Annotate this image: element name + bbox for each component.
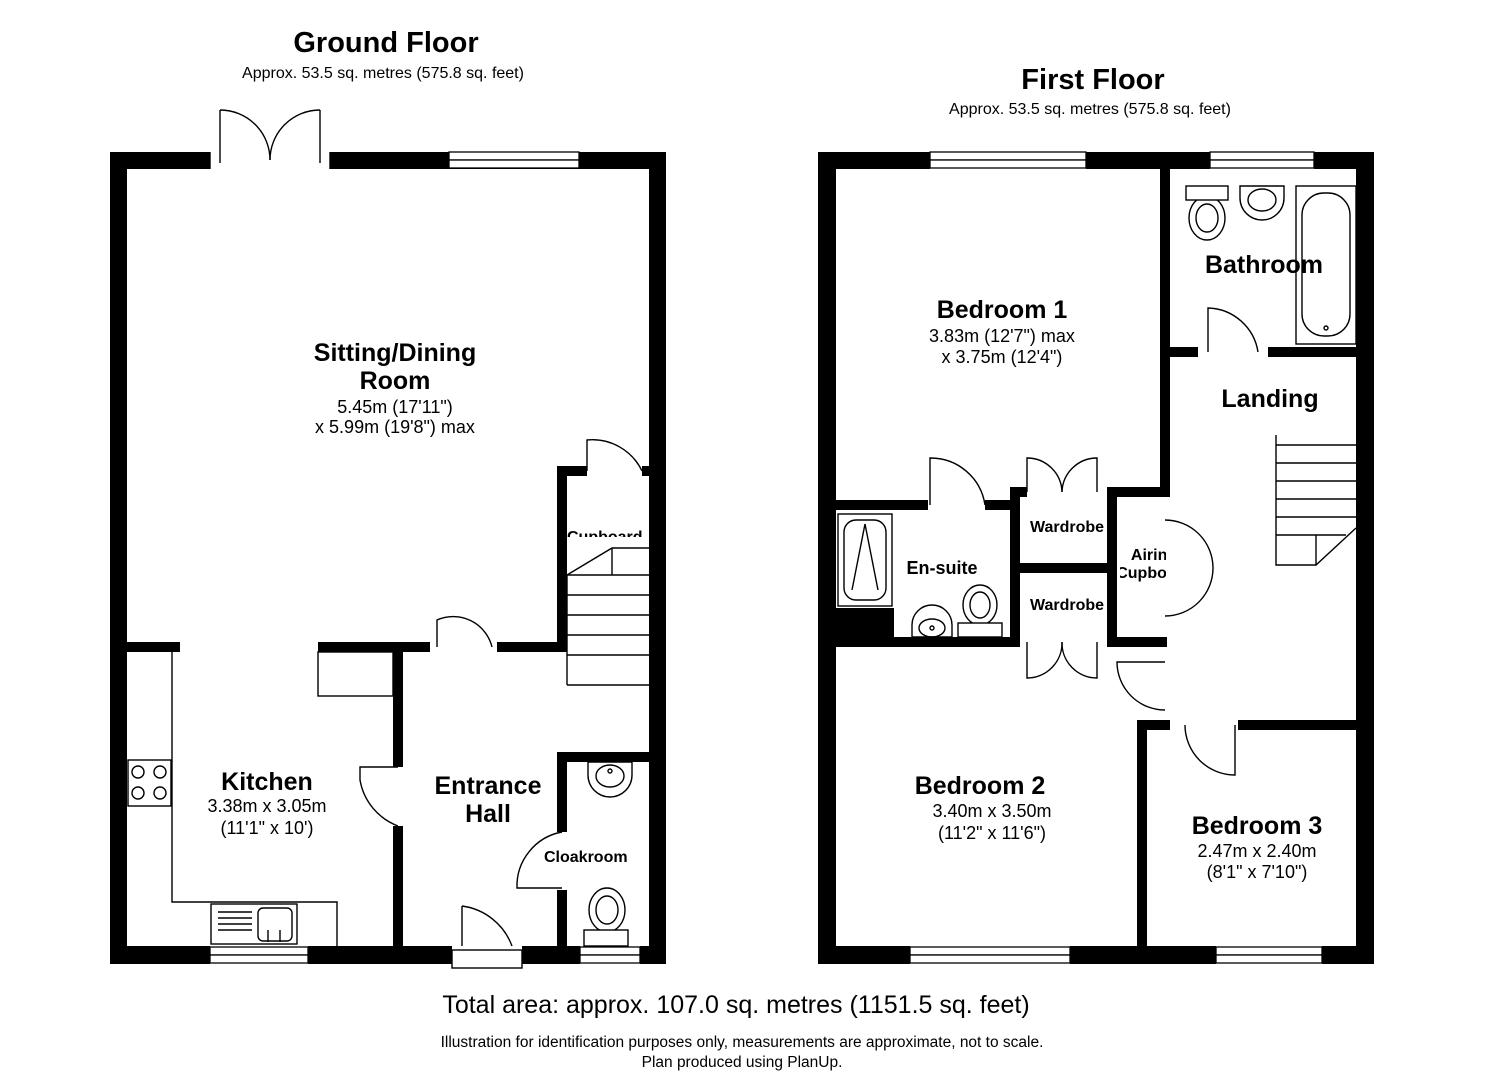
bedroom2-dimension: 3.40m x 3.50m [932,801,1051,821]
entrance-hall-label: Entrance [435,772,542,800]
first-interior-walls [836,169,1356,950]
wardrobe-label-1: Wardrobe [1030,519,1104,536]
first-floor-title: First Floor [1021,64,1164,96]
first-room-labels: Bedroom 1 3.83m (12'7") max x 3.75m (12'… [906,251,1323,882]
total-area: Total area: approx. 107.0 sq. metres (11… [442,991,1029,1019]
entrance-hall-label-2: Hall [465,800,511,828]
toilet-icon [1188,195,1226,241]
first-staircase [1275,435,1357,566]
ensuite-basin-icon [911,604,953,638]
bedroom1-label: Bedroom 1 [937,296,1068,324]
bedroom3-label: Bedroom 3 [1192,812,1323,840]
sitting-dining-room-label-2: Room [360,367,431,395]
first-exterior-walls [818,152,1374,964]
bedroom1-dimension: 3.83m (12'7") max [929,326,1075,346]
kitchen-label: Kitchen [221,768,313,796]
ground-room-labels: Sitting/Dining Room 5.45m (17'11") x 5.9… [207,339,642,866]
ground-staircase [566,547,649,686]
first-floor-area: Approx. 53.5 sq. metres (575.8 sq. feet) [949,101,1231,118]
shower-tray-icon [837,513,893,607]
toilet-icon [588,887,626,933]
kitchen-sink-icon [210,903,298,945]
first-floor-plan: First Floor Approx. 53.5 sq. metres (575… [818,64,1374,964]
cloakroom-label: Cloakroom [544,849,628,866]
ensuite-toilet-icon [962,584,998,626]
sitting-dining-dimension: 5.45m (17'11") [337,397,453,417]
bathroom-label: Bathroom [1205,251,1323,279]
bedroom2-dimension-2: (11'2" x 11'6") [938,823,1046,843]
kitchen-dimension: 3.38m x 3.05m [207,796,326,816]
bedroom2-label: Bedroom 2 [915,772,1046,800]
ensuite-fittings [837,513,1003,638]
ensuite-label: En-suite [906,558,977,578]
kitchen-dimension-2: (11'1" x 10') [221,818,314,838]
ground-windows [209,151,641,964]
basin-icon [587,761,633,798]
bath-icon [1295,185,1357,345]
ground-interior-doors [359,439,643,889]
front-door [451,905,523,969]
ground-floor-title: Ground Floor [293,27,478,59]
ground-exterior-walls [110,152,666,964]
cupboard-label: Cupboard [567,529,643,546]
ground-floor-area: Approx. 53.5 sq. metres (575.8 sq. feet) [242,65,524,82]
cloakroom-fittings [583,761,633,947]
airing-cupboard-label: Airing [1131,547,1177,564]
bedroom1-dimension-2: x 3.75m (12'4") [942,347,1063,367]
kitchen-worktops [127,651,394,946]
french-doors [209,109,331,169]
bedroom3-dimension: 2.47m x 2.40m [1197,841,1316,861]
landing-label: Landing [1221,385,1318,413]
basin-icon [1239,185,1285,221]
ground-floor-plan: Ground Floor Approx. 53.5 sq. metres (57… [110,27,666,969]
ground-interior-walls [127,466,650,950]
first-interior-doors [929,307,1259,776]
sitting-dining-dimension-2: x 5.99m (19'8") max [315,417,475,437]
first-windows [909,151,1323,964]
wardrobe-label-2: Wardrobe [1030,597,1104,614]
plan-footer: Total area: approx. 107.0 sq. metres (11… [441,991,1044,1071]
airing-cupboard-label-2: Cupboard [1116,565,1192,582]
bedroom3-dimension-2: (8'1" x 7'10") [1207,862,1308,882]
disclaimer-credit: Plan produced using PlanUp. [642,1054,843,1071]
disclaimer: Illustration for identification purposes… [441,1034,1044,1051]
bathroom-fittings [1185,185,1357,345]
sitting-dining-room-label: Sitting/Dining [314,339,476,367]
